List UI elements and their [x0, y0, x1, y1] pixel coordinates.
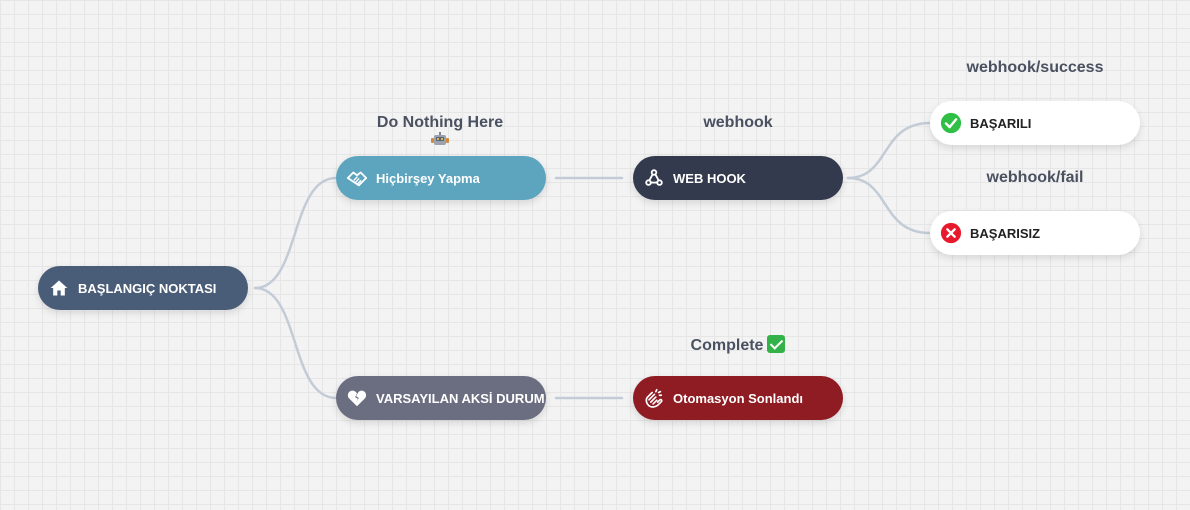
node-default-label: VARSAYILAN AKSİ DURUM	[376, 390, 545, 406]
node-do-nothing[interactable]: Hiçbirşey Yapma	[336, 156, 546, 200]
connector-webhook-to-success	[846, 121, 932, 180]
node-success[interactable]: BAŞARILI	[930, 101, 1140, 145]
label-webhook-success: webhook/success	[966, 59, 1104, 76]
x-circle-icon	[940, 222, 962, 244]
check-mark-emoji-icon	[767, 335, 786, 353]
node-webhook[interactable]: WEB HOOK	[633, 156, 843, 200]
node-success-label: BAŞARILI	[970, 115, 1032, 131]
node-start[interactable]: BAŞLANGIÇ NOKTASI	[38, 266, 248, 310]
connector-webhook-to-fail	[846, 176, 932, 235]
node-start-label: BAŞLANGIÇ NOKTASI	[78, 280, 217, 296]
webhook-icon	[643, 167, 665, 189]
label-webhook-fail: webhook/fail	[986, 169, 1084, 186]
node-end-label: Otomasyon Sonlandı	[673, 390, 804, 406]
label-do-nothing: Do Nothing Here	[376, 114, 504, 131]
broken-heart-icon	[346, 387, 368, 409]
clap-icon	[643, 387, 665, 409]
handshake-icon	[346, 167, 368, 189]
home-icon	[48, 277, 70, 299]
node-end[interactable]: Otomasyon Sonlandı	[633, 376, 843, 420]
robot-emoji-icon	[430, 131, 450, 147]
node-do-nothing-label: Hiçbirşey Yapma	[376, 170, 480, 186]
label-complete: Complete	[638, 335, 838, 355]
node-fail-label: BAŞARISIZ	[970, 225, 1041, 241]
node-default[interactable]: VARSAYILAN AKSİ DURUM	[336, 376, 546, 420]
check-circle-icon	[940, 112, 962, 134]
connector-start-to-default	[253, 286, 338, 400]
label-webhook: webhook	[703, 114, 773, 131]
connector-start-to-do-nothing	[253, 176, 338, 290]
node-webhook-label: WEB HOOK	[673, 170, 746, 186]
node-fail[interactable]: BAŞARISIZ	[930, 211, 1140, 255]
